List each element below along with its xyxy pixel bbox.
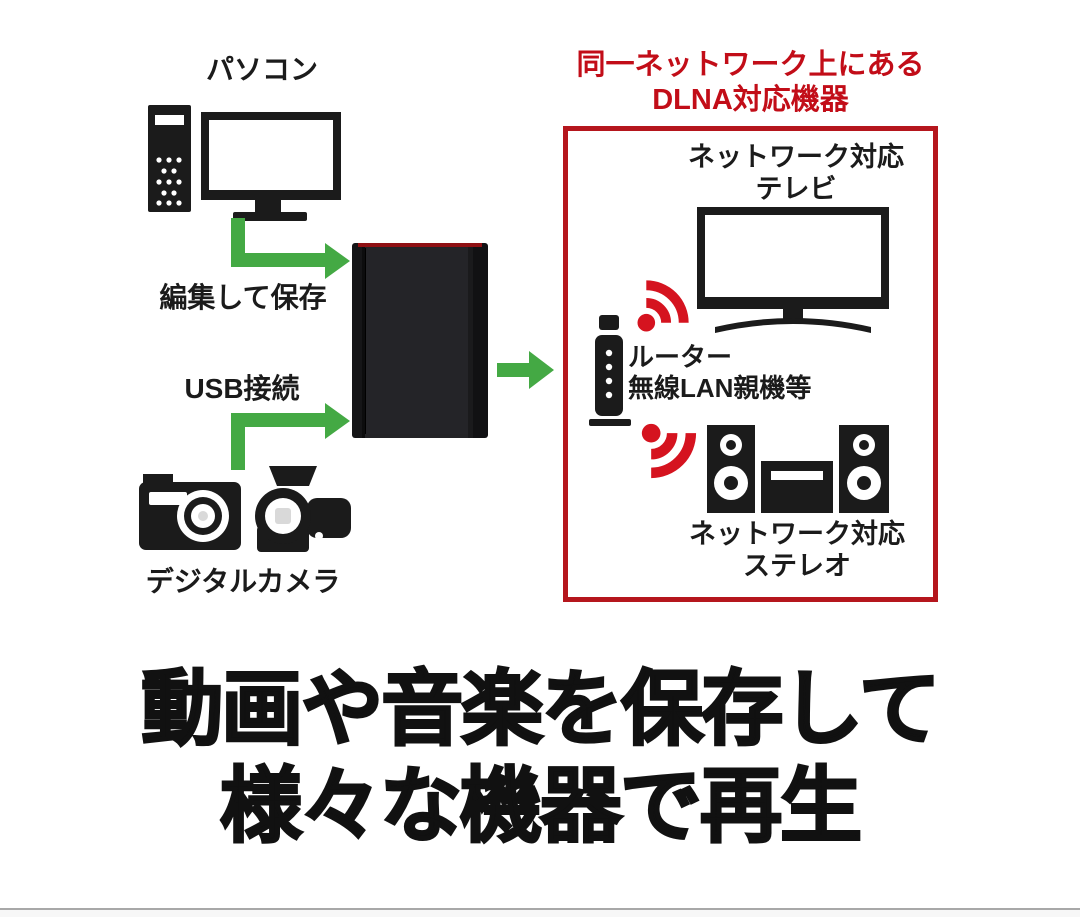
- dlna-header-line2: DLNA対応機器: [652, 84, 849, 117]
- nas-top-red-line: [358, 243, 482, 247]
- network-tv-label-line1: ネットワーク対応: [688, 142, 904, 172]
- pc-to-nas-arrow-icon: [231, 218, 350, 279]
- dlna-header-line1: 同一ネットワーク上にある: [576, 49, 925, 81]
- router-label-line1: ルーター: [628, 342, 733, 372]
- network-stereo-label-line1: ネットワーク対応: [689, 519, 905, 549]
- camcorder-icon: [269, 466, 317, 486]
- network-tv-label: ネットワーク対応 テレビ: [646, 142, 946, 206]
- bottom-strip: [0, 910, 1080, 917]
- usb-label: USB接続: [184, 373, 300, 404]
- dlna-device-box: [563, 126, 938, 602]
- headline-line1: 動画や音楽を保存して: [140, 663, 942, 756]
- wifi-signal-up-icon: [637, 280, 689, 332]
- router-label-line2: 無線LAN親機等: [628, 372, 812, 403]
- headline-line2: 様々な機器で再生: [219, 760, 864, 853]
- compact-camera-icon: [143, 474, 173, 484]
- digital-camera-icon: [139, 466, 351, 552]
- dlna-header: 同一ネットワーク上にある DLNA対応機器: [563, 48, 938, 119]
- nas-front-panel: [365, 248, 468, 434]
- router-icon: [589, 315, 631, 426]
- camera-to-nas-arrow-icon: [231, 403, 350, 470]
- network-stereo-label: ネットワーク対応 ステレオ: [647, 519, 947, 583]
- tv-icon: [697, 207, 889, 333]
- network-tv-label-line2: テレビ: [755, 173, 837, 204]
- router-label: ルーター 無線LAN親機等: [628, 342, 811, 403]
- edit-save-label: 編集して保存: [159, 282, 327, 313]
- headline: 動画や音楽を保存して 様々な機器で再生: [0, 662, 1080, 856]
- bottom-divider: [0, 908, 1080, 910]
- nas-to-network-arrow-icon: [497, 351, 554, 389]
- network-stereo-label-line2: ステレオ: [743, 550, 851, 581]
- stereo-center-unit-icon: [761, 461, 833, 513]
- wifi-signal-down-icon: [641, 423, 697, 479]
- desktop-pc-icon: [148, 105, 341, 221]
- pc-label: パソコン: [205, 54, 318, 85]
- stereo-icon: [707, 425, 889, 513]
- camera-label: デジタルカメラ: [145, 566, 341, 597]
- pc-monitor-icon: [201, 112, 341, 200]
- nas-device-icon: [352, 243, 488, 438]
